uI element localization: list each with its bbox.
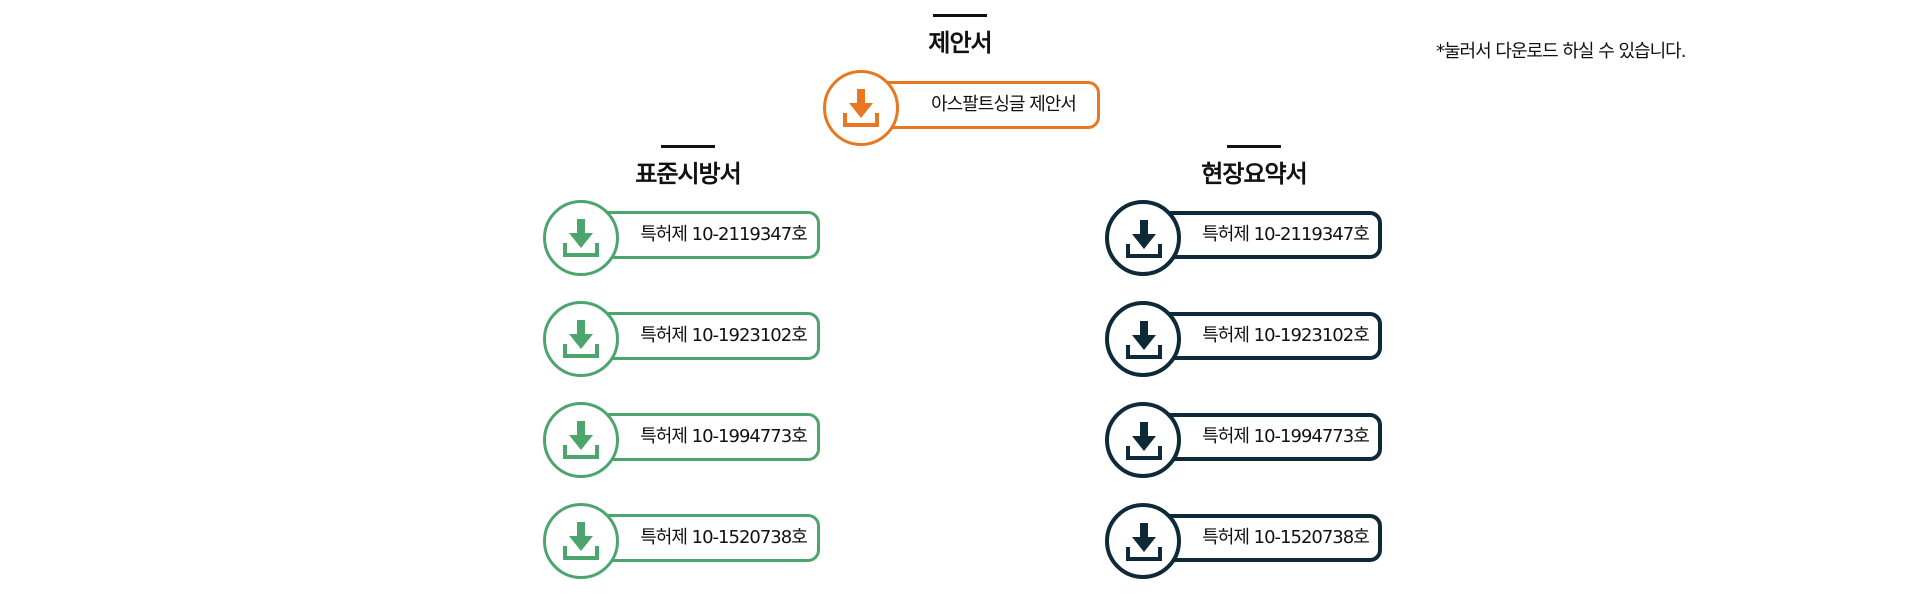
download-button-summary-4[interactable]: 특허제 10-1520738호 [1105,503,1385,579]
button-label: 특허제 10-1923102호 [1202,325,1370,346]
button-circle [543,402,619,478]
button-circle [1105,200,1181,276]
button-label: 특허제 10-2119347호 [1202,224,1370,245]
download-icon [563,522,599,560]
button-pill [595,312,820,360]
button-circle [543,301,619,377]
download-button-summary-1[interactable]: 특허제 10-2119347호 [1105,200,1385,276]
button-circle [1105,402,1181,478]
download-button-standard-3[interactable]: 특허제 10-1994773호 [543,402,823,478]
button-label: 특허제 10-1520738호 [640,527,808,548]
button-circle [1105,301,1181,377]
button-pill [1157,413,1382,461]
button-pill [595,211,820,259]
button-label: 특허제 10-1994773호 [640,426,808,447]
title-bar [661,145,715,148]
title-bar [1227,145,1281,148]
download-button-standard-1[interactable]: 특허제 10-2119347호 [543,200,823,276]
download-icon [563,421,599,459]
button-pill [875,81,1100,129]
button-circle [823,70,899,146]
button-label: 특허제 10-1923102호 [640,325,808,346]
download-icon [1126,321,1162,359]
button-label: 특허제 10-1520738호 [1202,527,1370,548]
button-pill [595,413,820,461]
download-icon [843,89,879,127]
download-button-standard-4[interactable]: 특허제 10-1520738호 [543,503,823,579]
section-title-text: 현장요약서 [1201,160,1307,188]
title-bar [933,14,987,17]
button-circle [1105,503,1181,579]
button-pill [1157,211,1382,259]
download-icon [563,320,599,358]
download-note: *눌러서 다운로드 하실 수 있습니다. [1436,41,1686,62]
section-title-proposal: 제안서 [850,14,1070,58]
button-circle [543,503,619,579]
download-button-standard-2[interactable]: 특허제 10-1923102호 [543,301,823,377]
section-title-summary: 현장요약서 [1144,145,1364,189]
button-circle [543,200,619,276]
download-icon [1126,523,1162,561]
download-button-summary-2[interactable]: 특허제 10-1923102호 [1105,301,1385,377]
section-title-text: 제안서 [928,29,992,57]
download-button-proposal[interactable]: 아스팔트싱글 제안서 [823,70,1103,146]
button-label: 아스팔트싱글 제안서 [931,94,1077,115]
section-title-text: 표준시방서 [635,160,741,188]
button-label: 특허제 10-1994773호 [1202,426,1370,447]
button-label: 특허제 10-2119347호 [640,224,808,245]
section-title-standard: 표준시방서 [578,145,798,189]
download-icon [1126,422,1162,460]
download-icon [1126,220,1162,258]
download-button-summary-3[interactable]: 특허제 10-1994773호 [1105,402,1385,478]
download-icon [563,219,599,257]
